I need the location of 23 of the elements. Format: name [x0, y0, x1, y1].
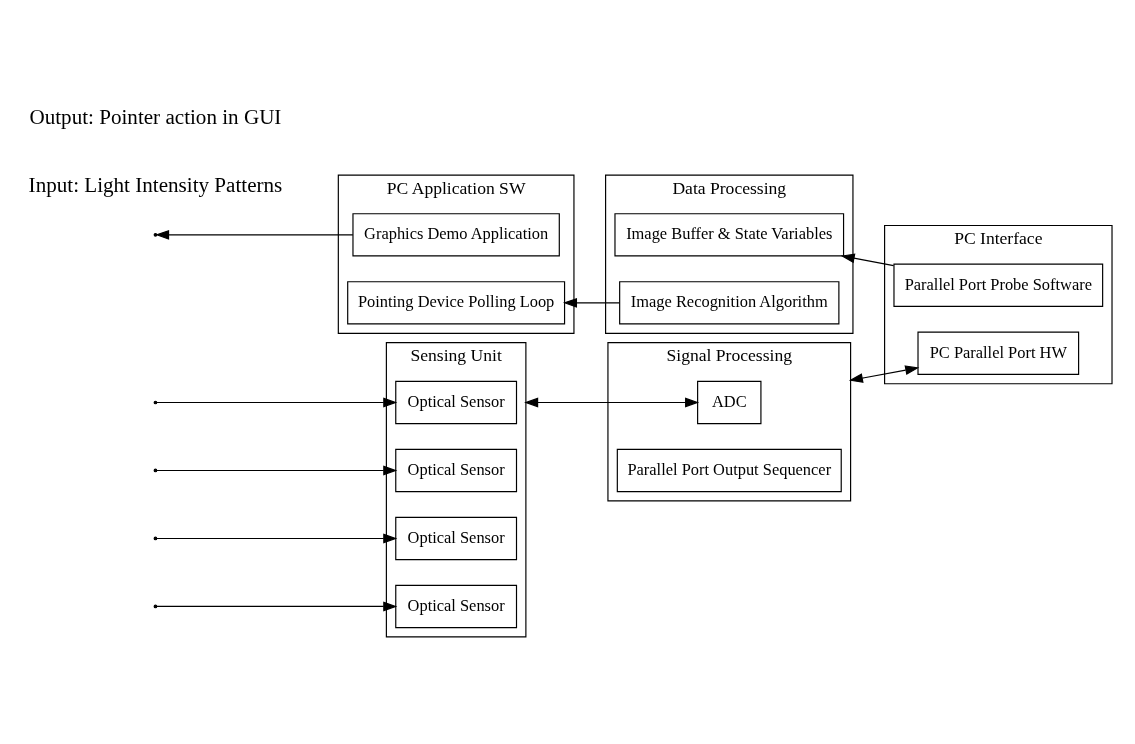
node-box: Parallel Port Probe Software [893, 263, 1104, 307]
arrow [840, 253, 895, 267]
node-box: Optical Sensor [395, 584, 518, 629]
node-box: Image Recognition Algorithm [619, 281, 840, 325]
arrow [156, 397, 398, 408]
label: Output: Pointer action in GUI [29, 104, 282, 129]
arrow [524, 397, 700, 408]
node-box: Image Buffer & State Variables [614, 213, 845, 257]
node-box: Optical Sensor [395, 448, 518, 493]
arrow [156, 465, 398, 476]
node-box: Optical Sensor [395, 516, 518, 561]
node-box: Parallel Port Output Sequencer [616, 448, 842, 493]
arrow [156, 601, 398, 612]
arrow [155, 229, 354, 240]
node-box: Pointing Device Polling Loop [347, 281, 566, 325]
arrow [156, 533, 398, 544]
node-box: Graphics Demo Application [352, 213, 560, 257]
node-box: ADC [697, 380, 762, 425]
node-box: PC Parallel Port HW [917, 331, 1080, 375]
arrow [848, 365, 920, 383]
arrow [562, 297, 621, 308]
label: Input: Light Intensity Patterns [28, 172, 283, 197]
node-box: Optical Sensor [395, 380, 518, 425]
